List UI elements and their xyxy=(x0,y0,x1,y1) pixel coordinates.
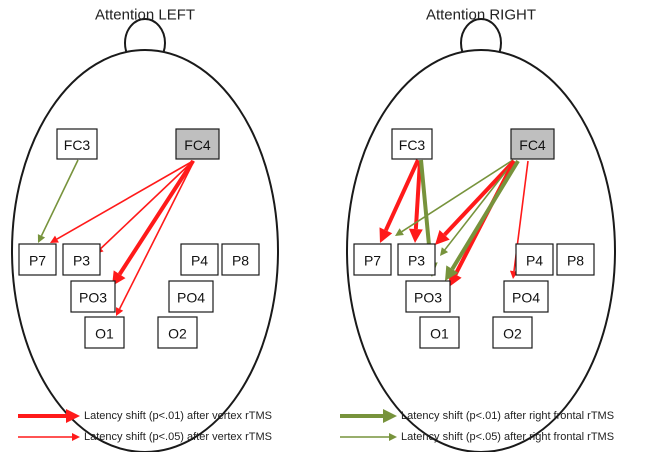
legend-item-2: Latency shift (p<.05) after vertex rTMS xyxy=(18,431,272,443)
arrow-left-fc4-o1-red xyxy=(116,160,195,316)
node-left-p3: P3 xyxy=(62,243,101,276)
legend-arrow-4 xyxy=(340,433,397,441)
node-right-fc4: FC4 xyxy=(510,128,555,160)
node-label: P7 xyxy=(364,253,381,269)
node-label: PO4 xyxy=(512,290,540,306)
node-label: P3 xyxy=(408,253,425,269)
arrow-right-fc4-p3-green xyxy=(440,160,515,256)
node-label: P7 xyxy=(29,253,46,269)
panel-title-right: Attention RIGHT xyxy=(426,7,536,24)
node-left-po4: PO4 xyxy=(168,280,214,313)
panel-titles: Attention LEFT Attention RIGHT xyxy=(95,7,536,24)
legend-item-4: Latency shift (p<.05) after right fronta… xyxy=(340,431,614,443)
node-left-fc3: FC3 xyxy=(56,128,98,160)
legend-item-1: Latency shift (p<.01) after vertex rTMS xyxy=(18,409,272,423)
node-right-p7: P7 xyxy=(353,243,392,276)
node-label: P8 xyxy=(232,253,249,269)
node-label: O1 xyxy=(95,326,114,342)
panel-title-left: Attention LEFT xyxy=(95,7,195,24)
node-label: FC4 xyxy=(184,137,211,153)
node-left-o2: O2 xyxy=(157,316,198,349)
arrow-right-fc3-p3-red xyxy=(408,160,423,243)
legend-arrow-1 xyxy=(18,409,80,423)
node-left-po3: PO3 xyxy=(70,280,116,313)
node-label: PO3 xyxy=(79,290,107,306)
node-right-fc3: FC3 xyxy=(391,128,433,160)
node-label: PO3 xyxy=(414,290,442,306)
node-label: FC3 xyxy=(399,137,426,153)
node-label: O1 xyxy=(430,326,449,342)
arrow-left-fc3-p7-green xyxy=(37,159,79,243)
node-left-p4: P4 xyxy=(180,243,219,276)
legend-label: Latency shift (p<.05) after right fronta… xyxy=(401,431,614,443)
node-label: FC3 xyxy=(64,137,91,153)
arrow-right-fc3-p7-red xyxy=(379,159,420,243)
node-label: P4 xyxy=(191,253,208,269)
legend-arrow-3 xyxy=(340,409,397,423)
node-right-o1: O1 xyxy=(419,316,460,349)
legend-item-3: Latency shift (p<.01) after right fronta… xyxy=(340,409,614,423)
legend: Latency shift (p<.01) after vertex rTMS L… xyxy=(18,409,614,443)
node-label: PO4 xyxy=(177,290,205,306)
arrow-right-fc4-p7-green xyxy=(395,159,514,236)
legend-label: Latency shift (p<.01) after vertex rTMS xyxy=(84,410,272,422)
arrow-left-fc4-p7-red xyxy=(50,160,194,243)
node-right-p4: P4 xyxy=(515,243,554,276)
node-label: P3 xyxy=(73,253,90,269)
node-label: O2 xyxy=(503,326,522,342)
node-left-o1: O1 xyxy=(84,316,125,349)
legend-arrow-2 xyxy=(18,433,80,441)
head-outlines xyxy=(11,18,616,452)
node-right-p8: P8 xyxy=(556,243,595,276)
node-label: P4 xyxy=(526,253,543,269)
legend-label: Latency shift (p<.05) after vertex rTMS xyxy=(84,431,272,443)
node-left-fc4: FC4 xyxy=(175,128,220,160)
node-label: P8 xyxy=(567,253,584,269)
node-label: O2 xyxy=(168,326,187,342)
node-left-p7: P7 xyxy=(18,243,57,276)
node-left-p8: P8 xyxy=(221,243,260,276)
node-right-o2: O2 xyxy=(492,316,533,349)
node-label: FC4 xyxy=(519,137,546,153)
legend-label: Latency shift (p<.01) after right fronta… xyxy=(401,410,614,422)
node-right-p3: P3 xyxy=(397,243,436,276)
arrow-right-fc4-po3-green xyxy=(445,159,520,281)
node-right-po3: PO3 xyxy=(405,280,451,313)
arrow-right-fc4-p3-red xyxy=(435,159,516,245)
node-right-po4: PO4 xyxy=(503,280,549,313)
